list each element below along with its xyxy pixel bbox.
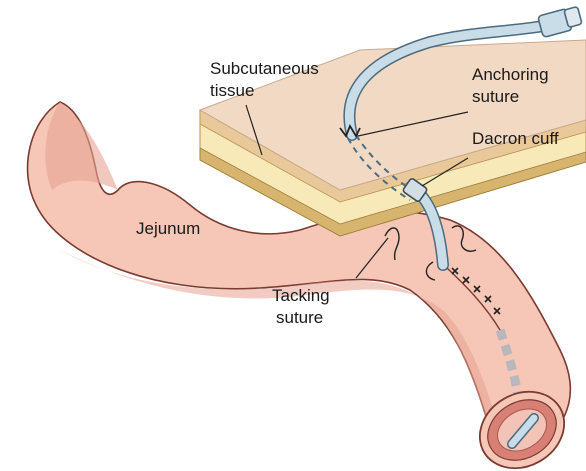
- label-anchoring-line1: Anchoring: [472, 65, 549, 84]
- label-tacking-line1: Tacking: [272, 286, 330, 305]
- label-tacking-line2: suture: [276, 308, 323, 327]
- jejunum-fold-shadow: [45, 102, 118, 190]
- label-jejunum: Jejunum: [136, 219, 200, 238]
- label-dacron-cuff: Dacron cuff: [472, 129, 559, 148]
- label-subcutaneous-line1: Subcutaneous: [210, 59, 319, 78]
- label-subcutaneous-line2: tissue: [210, 81, 254, 100]
- label-anchoring-line2: suture: [472, 87, 519, 106]
